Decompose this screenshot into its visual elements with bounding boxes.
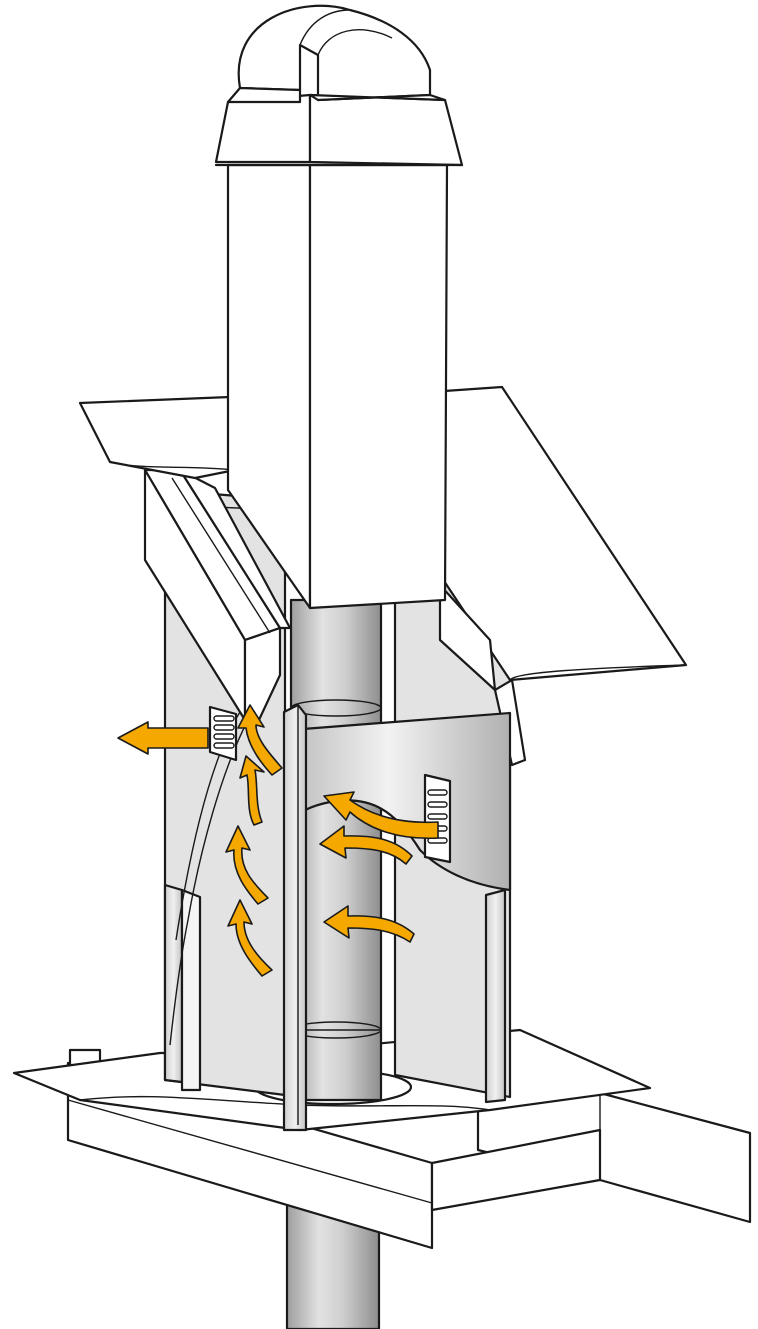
curved-arrow-icon	[319, 825, 413, 865]
curved-arrow-icon	[237, 704, 283, 776]
curved-arrow-icon	[225, 825, 269, 905]
chimney-stack	[226, 163, 449, 610]
curved-arrow-icon	[323, 905, 415, 943]
corner-post-left	[163, 883, 202, 1092]
curved-arrow-icon	[239, 755, 265, 826]
corner-post-right	[484, 888, 507, 1104]
louvered-vent-icon	[423, 773, 452, 864]
straight-arrow-icon	[117, 721, 209, 755]
chimney-cap	[214, 4, 464, 167]
corner-post-front	[282, 703, 308, 1132]
left-roof-cladding	[143, 468, 292, 724]
curved-arrow-icon	[323, 791, 439, 840]
louvered-vent-icon	[208, 705, 238, 762]
roof-sheet-left	[78, 395, 237, 480]
curved-arrow-icon	[227, 899, 273, 977]
